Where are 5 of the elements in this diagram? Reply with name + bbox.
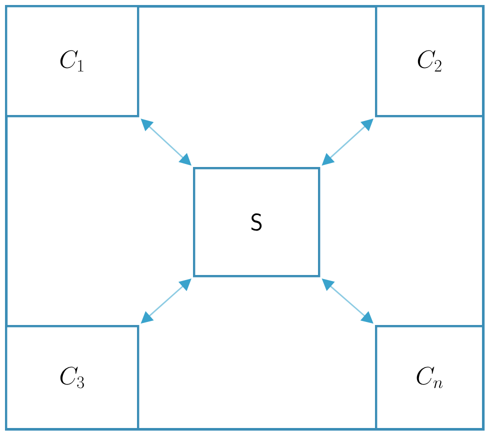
labeled-box: $C_{1}$ bbox=[5, 5, 140, 118]
labeled-box: $C_{n}$ bbox=[375, 324, 484, 430]
labeled-box: $\mathsf{S}$ bbox=[193, 167, 320, 278]
labeled-box: $C_{2}$ bbox=[375, 5, 484, 118]
labeled-box: $C_{3}$ bbox=[5, 324, 140, 430]
